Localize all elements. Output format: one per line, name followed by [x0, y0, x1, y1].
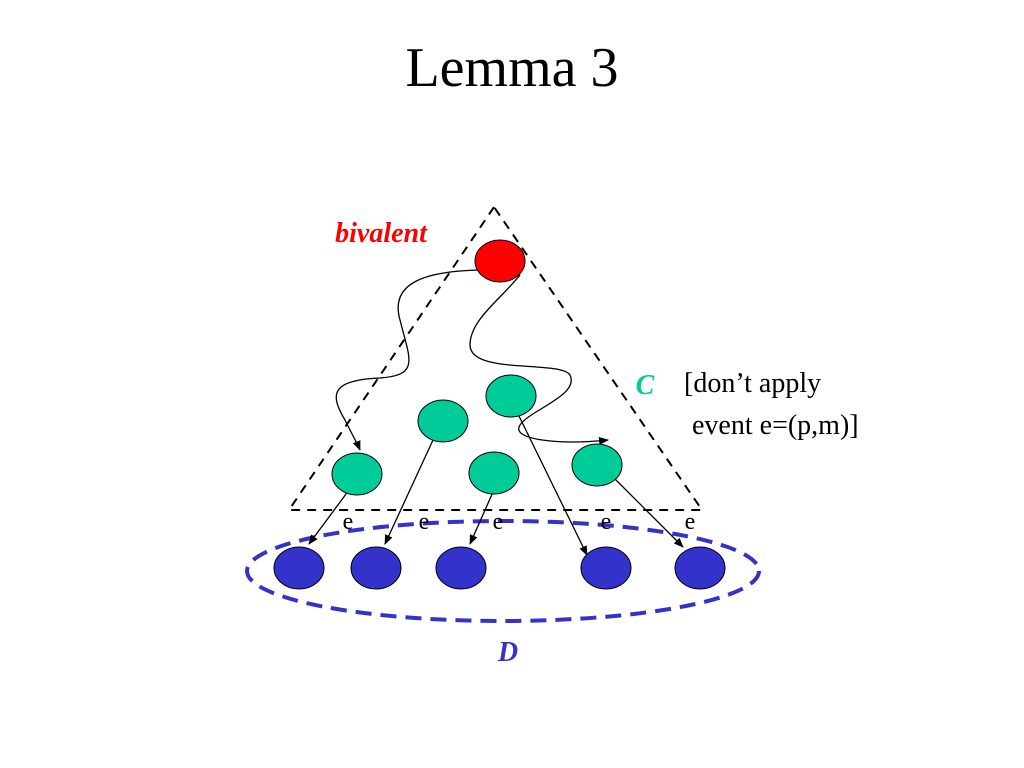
- event-label: e: [685, 509, 696, 535]
- note-line-2: event e=(p,m)]: [692, 410, 859, 441]
- note-line-1: [don’t apply: [684, 368, 821, 399]
- event-label: e: [419, 509, 430, 535]
- wavy-path-left: [335, 269, 489, 451]
- triangle-region: [287, 205, 704, 511]
- c-node: [417, 399, 469, 443]
- ellipse-region-d: [245, 519, 761, 623]
- d-node: [674, 546, 726, 590]
- d-node: [350, 546, 402, 590]
- event-label: e: [601, 509, 612, 535]
- d-node: [273, 546, 325, 590]
- wavy-path-right: [469, 274, 609, 445]
- c-node: [468, 451, 520, 495]
- edge-c4-d3: [469, 491, 494, 545]
- event-label: e: [343, 509, 354, 535]
- edge-c2-d2: [384, 439, 434, 545]
- set-d-label: D: [497, 637, 518, 668]
- bivalent-node: [474, 239, 526, 283]
- set-c-label: C: [636, 370, 655, 401]
- c-node: [485, 374, 537, 418]
- bivalent-label: bivalent: [335, 218, 428, 249]
- edge-c5-d5: [613, 477, 684, 548]
- edge-c1-d1: [308, 489, 350, 545]
- slide-title: Lemma 3: [405, 37, 618, 99]
- c-node: [331, 452, 383, 496]
- c-node: [571, 443, 623, 487]
- d-node: [435, 546, 487, 590]
- d-node: [580, 546, 632, 590]
- event-label: e: [493, 509, 504, 535]
- edge-c3-d4: [517, 413, 588, 556]
